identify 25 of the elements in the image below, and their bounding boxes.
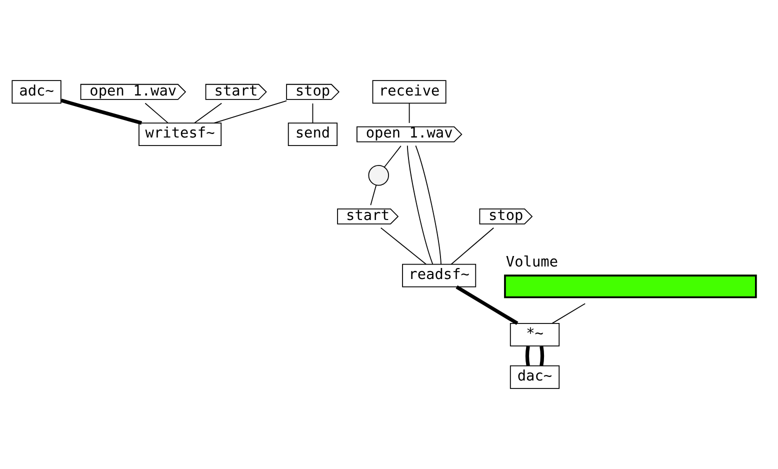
connector [450,227,494,265]
node-box: readsf~ [402,264,476,288]
connector [214,100,287,124]
node-box: *~ [510,322,560,346]
connector [526,346,530,366]
connector [370,184,377,206]
node-box: writesf~ [138,122,222,146]
connector [380,227,427,265]
connector [194,102,222,124]
node-box: send [288,122,338,146]
connector [144,102,168,124]
connector [406,145,434,265]
connector [60,98,142,125]
connector [312,103,314,124]
connector [408,103,410,124]
node-label: Volume [506,254,558,270]
node-box: adc~ [12,80,62,104]
connector [384,146,402,168]
node-box: receive [372,80,446,104]
connector [415,145,442,265]
node-circle [368,165,389,186]
connector [456,285,518,325]
connector [552,303,586,324]
connector [540,346,544,366]
node-box: dac~ [510,365,560,389]
